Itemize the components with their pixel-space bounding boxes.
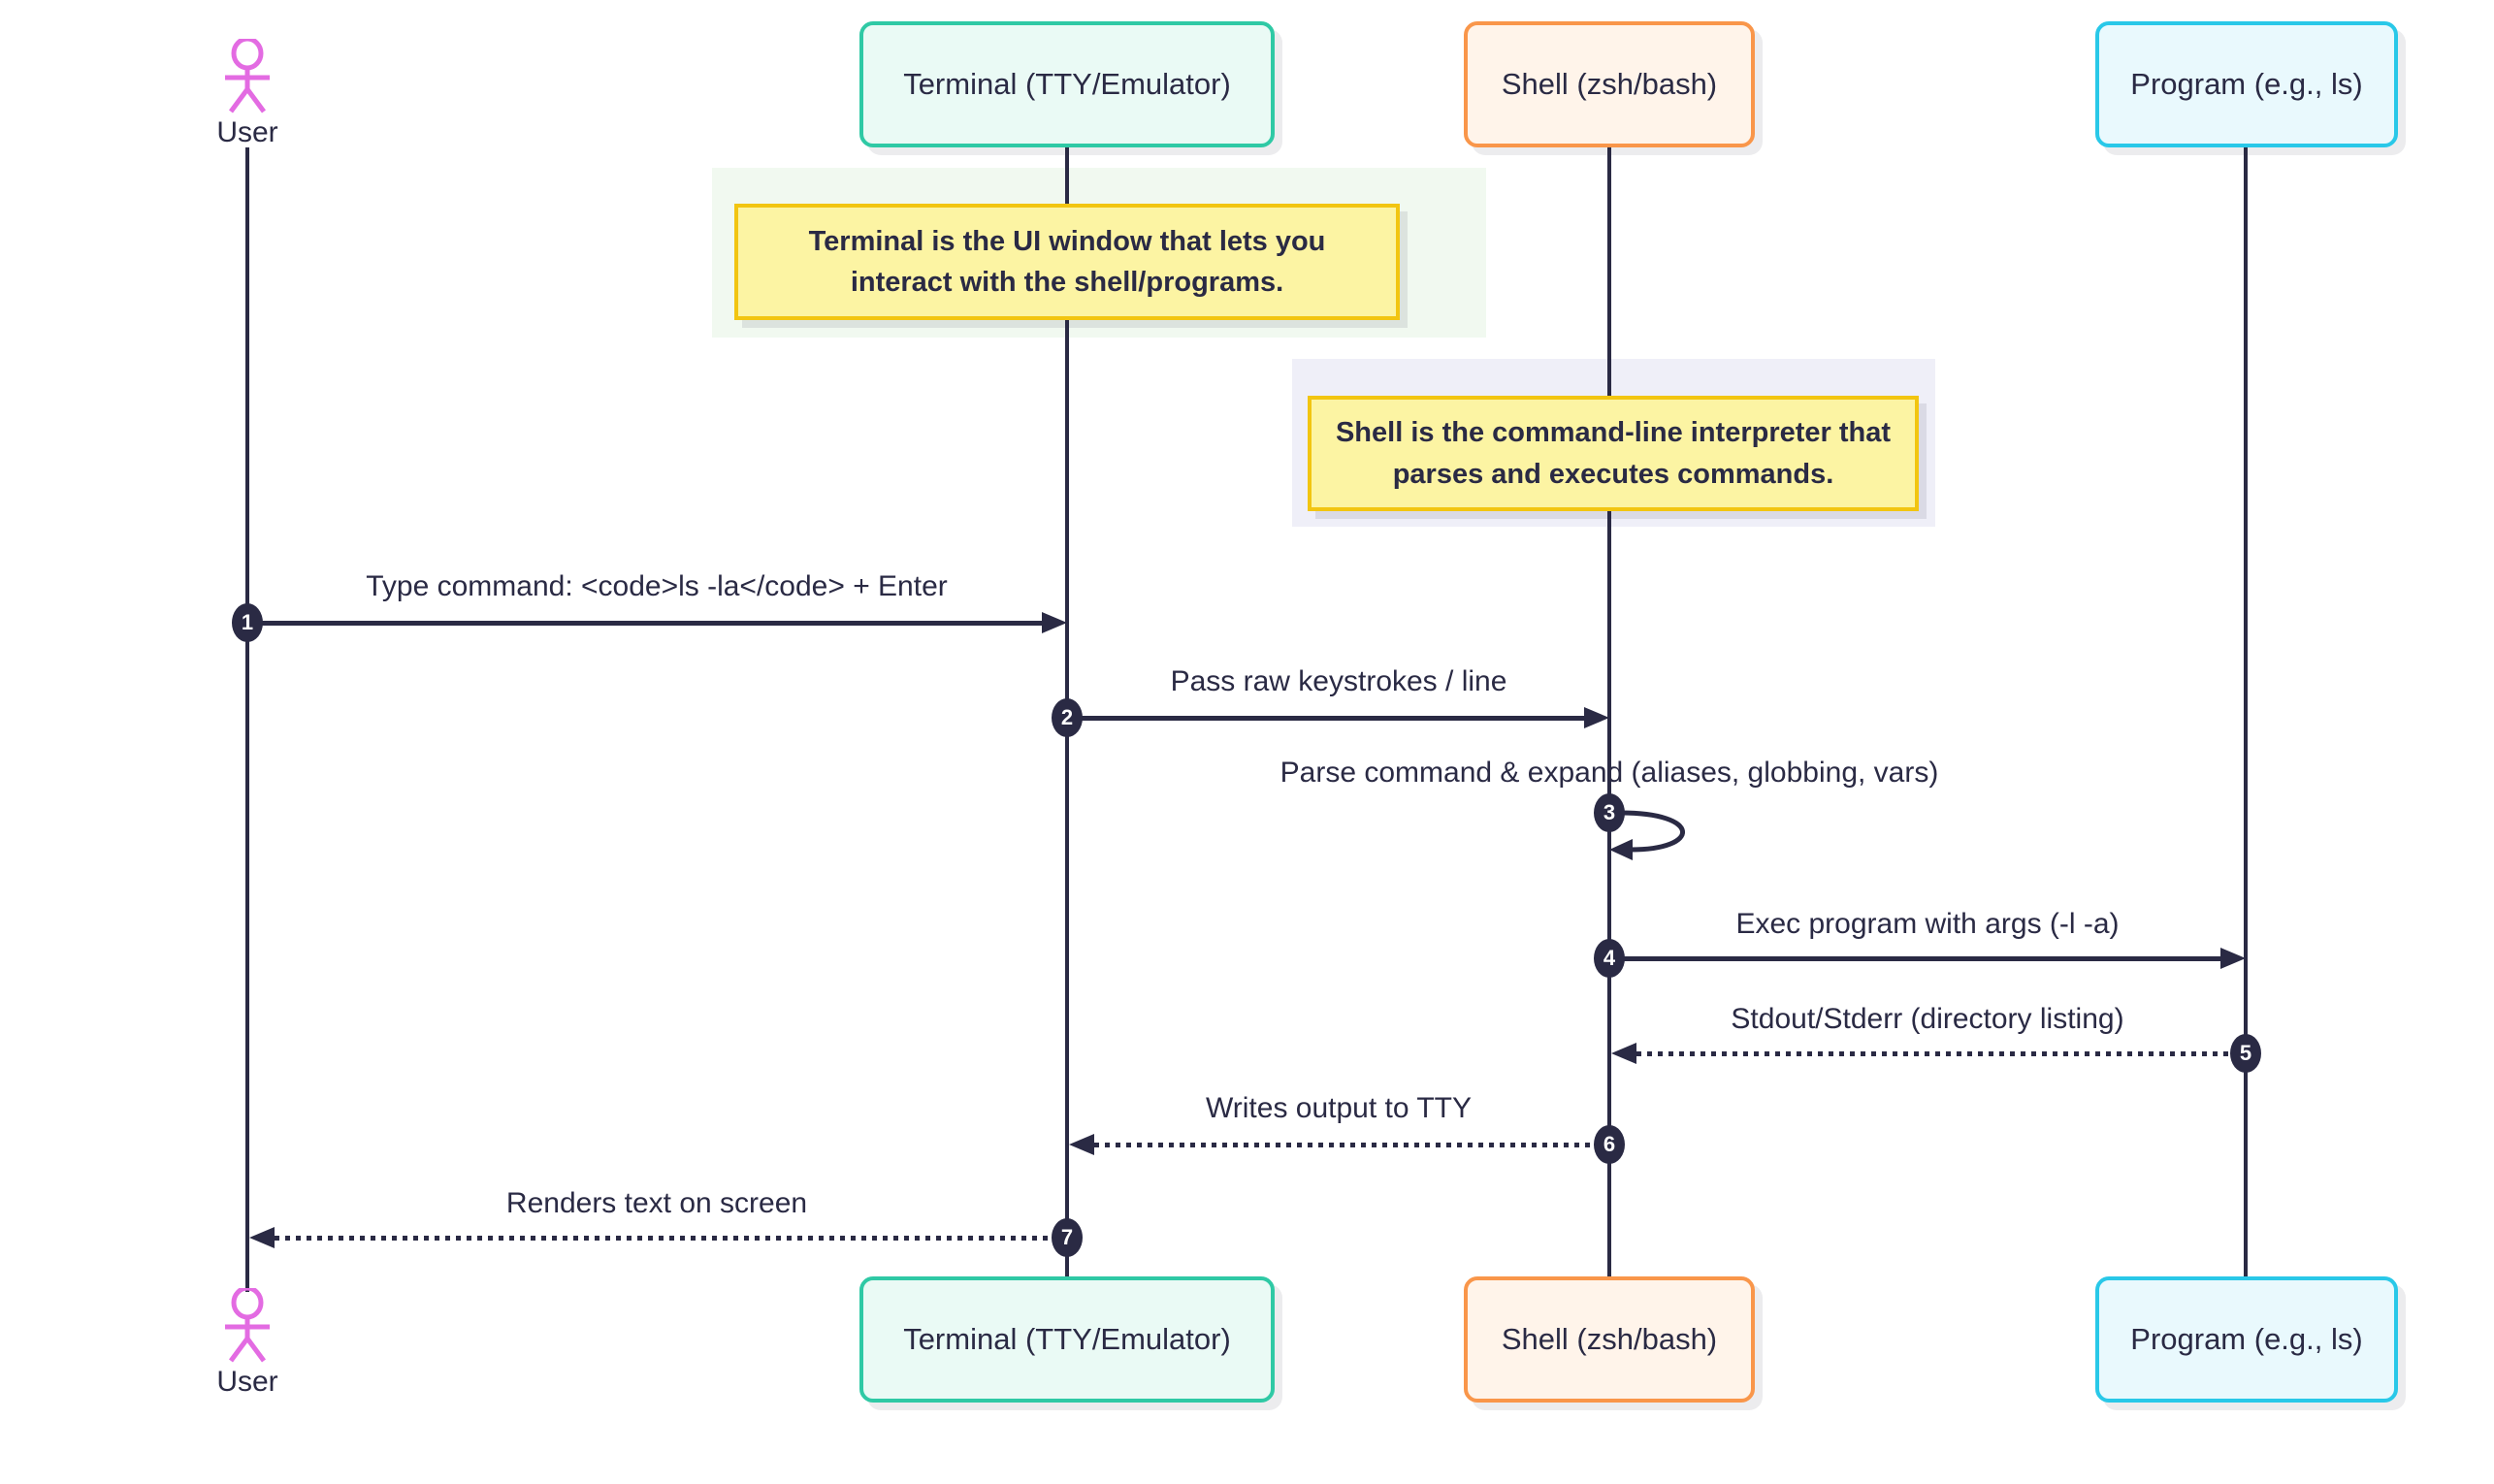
message-4-label: Exec program with args (-l -a): [1735, 908, 2120, 940]
message-7-label: Renders text on screen: [505, 1187, 808, 1219]
note-shell: Shell is the command-line interpreter th…: [1308, 396, 1919, 511]
seq-badge-5: 5: [2230, 1034, 2261, 1073]
lifeline-program: [2244, 147, 2248, 1276]
seq-badge-3: 3: [1594, 793, 1625, 832]
message-1-arrowhead: [1042, 612, 1067, 633]
participant-label: Terminal (TTY/Emulator): [903, 1322, 1231, 1356]
participant-label: Program (e.g., ls): [2130, 1322, 2363, 1356]
participant-box-program-bottom: Program (e.g., ls): [2095, 1276, 2398, 1403]
message-2-arrowhead: [1584, 707, 1609, 728]
message-6-line: [1094, 1143, 1609, 1147]
message-4-line: [1609, 956, 2220, 961]
actor-user-top: User: [170, 39, 325, 149]
participant-label: Shell (zsh/bash): [1501, 67, 1718, 101]
note-terminal: Terminal is the UI window that lets you …: [734, 204, 1400, 320]
message-5-line: [1636, 1051, 2246, 1056]
message-3-label: Parse command & expand (aliases, globbin…: [1279, 757, 1939, 789]
stick-figure-icon: [225, 1288, 270, 1363]
actor-label: User: [216, 116, 278, 148]
seq-badge-1: 1: [232, 603, 263, 642]
lifeline-user: [245, 147, 249, 1292]
actor-user-bottom: User: [170, 1288, 325, 1399]
participant-box-shell-bottom: Shell (zsh/bash): [1464, 1276, 1755, 1403]
participant-box-terminal-top: Terminal (TTY/Emulator): [859, 21, 1275, 147]
message-2-label: Pass raw keystrokes / line: [1170, 665, 1507, 697]
message-6-label: Writes output to TTY: [1206, 1092, 1472, 1124]
participant-box-shell-top: Shell (zsh/bash): [1464, 21, 1755, 147]
note-text: Terminal is the UI window that lets you …: [808, 225, 1326, 298]
actor-label: User: [216, 1366, 278, 1398]
seq-badge-4: 4: [1594, 939, 1625, 978]
message-7-arrowhead: [249, 1227, 275, 1248]
seq-badge-7: 7: [1052, 1218, 1083, 1257]
participant-label: Program (e.g., ls): [2130, 67, 2363, 101]
seq-badge-2: 2: [1052, 698, 1083, 737]
message-7-line: [275, 1236, 1067, 1241]
message-6-arrowhead: [1069, 1134, 1094, 1155]
participant-label: Shell (zsh/bash): [1501, 1322, 1718, 1356]
seq-badge-6: 6: [1594, 1125, 1625, 1164]
message-4-arrowhead: [2220, 948, 2246, 969]
participant-label: Terminal (TTY/Emulator): [903, 67, 1231, 101]
self-loop-arrow: [1609, 810, 1685, 860]
message-1-line: [247, 621, 1043, 626]
message-2-line: [1067, 716, 1584, 721]
lifeline-shell: [1607, 147, 1611, 1276]
note-text: Shell is the command-line interpreter th…: [1335, 417, 1892, 490]
message-5-label: Stdout/Stderr (directory listing): [1731, 1003, 2124, 1035]
message-5-arrowhead: [1611, 1043, 1636, 1064]
stick-figure-icon: [225, 39, 270, 113]
message-1-label: Type command: <code>ls -la</code> + Ente…: [366, 570, 948, 602]
participant-box-program-top: Program (e.g., ls): [2095, 21, 2398, 147]
participant-box-terminal-bottom: Terminal (TTY/Emulator): [859, 1276, 1275, 1403]
